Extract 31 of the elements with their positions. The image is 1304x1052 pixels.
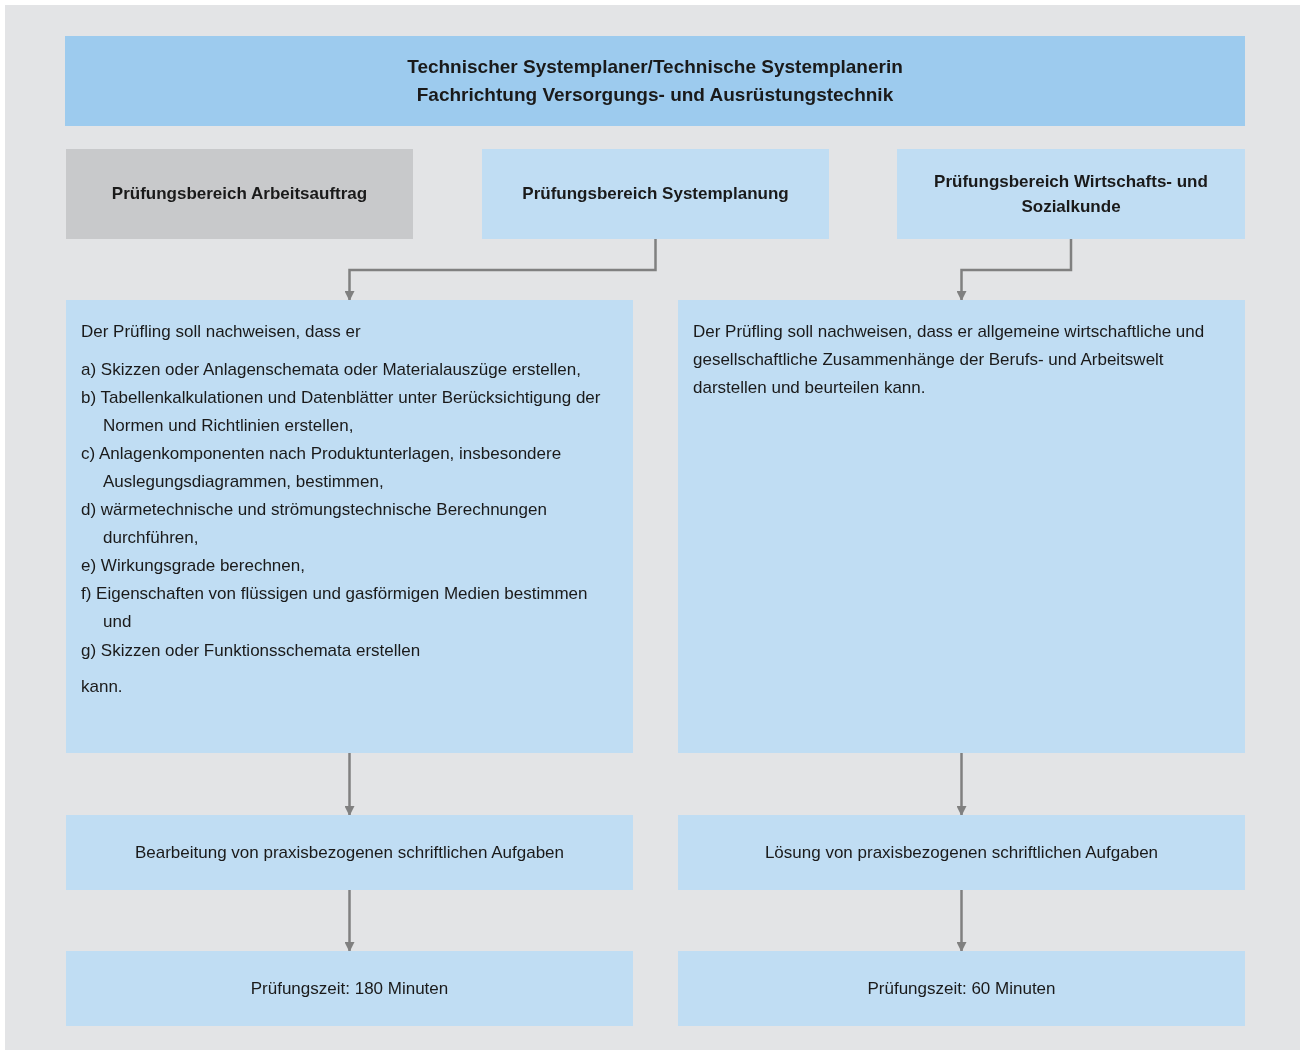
arrow: [344, 239, 657, 301]
arrow: [956, 890, 967, 952]
box-label: Bearbeitung von praxisbezogenen schriftlichen Aufgaben: [134, 841, 565, 864]
box-label: Prüfungszeit: 180 Minuten: [250, 977, 449, 1000]
arrow: [344, 890, 355, 952]
box-label: Prüfungsbereich Systemplanung: [522, 183, 789, 206]
arrow: [956, 753, 967, 816]
exam-area-box: [66, 149, 413, 239]
box-label: Lösung von praxisbezogenen schriftlichen Aufgaben: [764, 841, 1159, 864]
paragraph-text: kann.: [81, 675, 124, 698]
box-label: Prüfungszeit: 60 Minuten: [867, 977, 1056, 1000]
box-label: Technischer Systemplaner/Technische Systemplanerin: [407, 54, 903, 79]
duration-box: [66, 951, 633, 1026]
list-item: e) Wirkungsgrade berechnen,: [81, 555, 306, 578]
requirements-box: [66, 300, 633, 753]
task-box: [66, 815, 633, 890]
box-label: Prüfungsbereich Wirtschafts- und Sozialkunde: [933, 170, 1209, 218]
box-label: Prüfungsbereich Arbeitsauftrag: [111, 183, 368, 206]
arrow: [956, 239, 1073, 301]
requirements-box: [678, 300, 1245, 753]
arrow: [344, 753, 355, 816]
paragraph-text: Der Prüfling soll nachweisen, dass er allgemeine wirtschaftliche und gesellschaftliche Zusammenhänge der Berufs- und Arbeitswelt darstellen und beurteilen kann.: [693, 321, 1206, 400]
exam-area-box: [482, 149, 829, 239]
box-label: Fachrichtung Versorgungs- und Ausrüstungstechnik: [416, 83, 894, 107]
paragraph-text: Der Prüfling soll nachweisen, dass er: [81, 321, 362, 343]
list-item: g) Skizzen oder Funktionsschemata erstellen: [81, 639, 422, 662]
duration-box: [678, 951, 1245, 1026]
title-banner: [65, 36, 1245, 126]
exam-area-box: [897, 149, 1245, 239]
task-box: [678, 815, 1245, 890]
list-item: a) Skizzen oder Anlagenschemata oder Materialauszüge erstellen,: [81, 359, 582, 382]
